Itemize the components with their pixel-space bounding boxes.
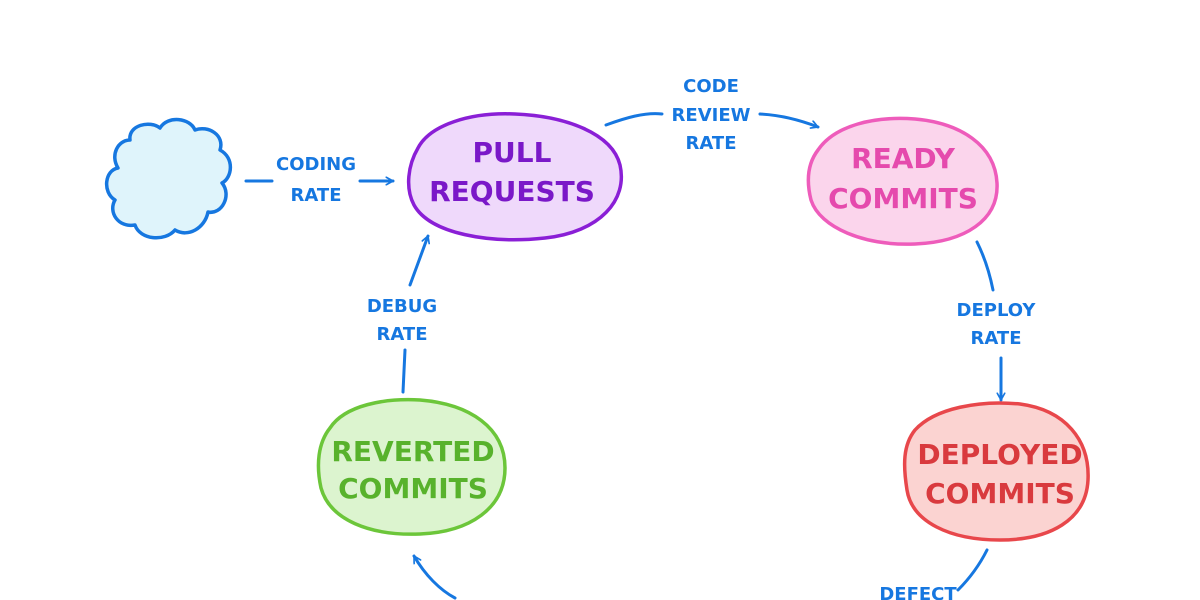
node-pull-requests: PULL REQUESTS (406, 112, 624, 242)
flow-label-line2: REVIEW (672, 105, 751, 126)
cloud-icon (105, 117, 233, 240)
flow-label-defect-rate: DEFECT (879, 584, 957, 600)
code-review-rate-arrow (604, 112, 664, 127)
defect-rate-arrow (956, 548, 989, 592)
node-ready-commits: READY COMMITS (806, 116, 999, 246)
flow-label-line2: RATE (971, 328, 1022, 349)
node-label-line2: REQUESTS (429, 175, 595, 208)
deploy-rate-arrow (975, 240, 995, 292)
flow-label-line3: RATE (686, 133, 737, 154)
flow-label-line2: RATE (291, 185, 342, 206)
node-label-line1: READY (851, 142, 956, 175)
flow-label-code-review-rate: CODE REVIEW RATE (672, 76, 751, 154)
flow-label-deploy-rate: DEPLOY RATE (957, 300, 1037, 349)
node-deployed-commits: DEPLOYED COMMITS (902, 401, 1090, 542)
node-label-line1: DEPLOYED (917, 438, 1082, 471)
code-review-rate-arrow-head (758, 112, 820, 127)
debug-rate-arrow (401, 348, 407, 394)
flow-label-coding-rate: CODING RATE (276, 154, 356, 206)
flow-label-line1: DEFECT (879, 584, 957, 600)
flow-label-line1: CODE (683, 76, 739, 97)
node-label-line1: PULL (473, 136, 552, 169)
node-label-line2: COMMITS (925, 477, 1075, 510)
revert-return-arrow (412, 554, 457, 600)
flow-label-line1: DEBUG (367, 296, 437, 317)
debug-rate-arrow-head (408, 234, 428, 287)
node-label-line2: COMMITS (828, 182, 978, 215)
flow-label-debug-rate: DEBUG RATE (367, 296, 437, 345)
node-reverted-commits: REVERTED COMMITS (316, 397, 507, 536)
flow-label-line1: CODING (276, 154, 356, 175)
flow-label-line1: DEPLOY (957, 300, 1037, 321)
node-label-line1: REVERTED (331, 435, 494, 468)
node-label-line2: COMMITS (338, 472, 488, 505)
flow-label-line2: RATE (377, 324, 428, 345)
